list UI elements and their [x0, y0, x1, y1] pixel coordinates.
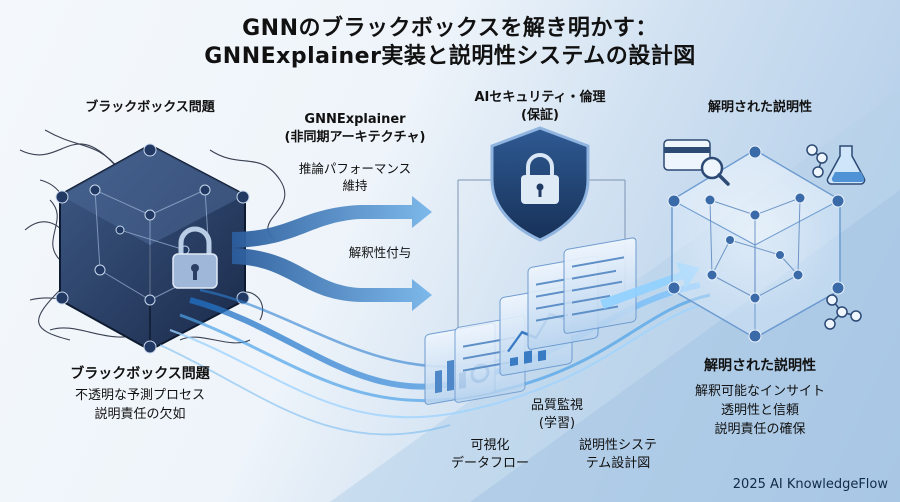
- explained-heading: 解明された説明性: [707, 100, 812, 115]
- credit-text: 2025 AI KnowledgeFlow: [732, 477, 888, 492]
- explained-caption-line2: 透明性と信頼: [720, 403, 799, 418]
- shield-icon: [457, 126, 626, 330]
- viz-label-line1: 可視化: [470, 438, 510, 453]
- explainer-heading-line2: (非同期アーキテクチャ): [284, 130, 426, 145]
- security-heading-line2: (保証): [521, 108, 559, 123]
- blackbox-heading: ブラックボックス問題: [85, 100, 215, 115]
- molecule-icon: [806, 144, 862, 330]
- dashboard-panels: [424, 237, 637, 405]
- flask-icon: [826, 145, 866, 185]
- explainer-arrow1-line1: 推論パフォーマンス: [298, 161, 412, 176]
- blackbox-cube: [55, 143, 250, 354]
- quality-label-line1: 品質監視: [530, 398, 583, 413]
- security-heading-line1: AIセキュリティ・倫理: [474, 90, 606, 105]
- page-title-line1: GNNのブラックボックスを解き明かす：: [242, 16, 658, 41]
- split-arrows: [232, 196, 432, 311]
- blackbox-caption-line2: 説明責任の欠如: [94, 407, 186, 422]
- padlock-icon: [172, 226, 218, 289]
- blackbox-caption-line1: 不透明な予測プロセス: [74, 388, 205, 403]
- explainer-arrow1-line2: 維持: [342, 178, 368, 193]
- transparent-crystal: [667, 145, 845, 343]
- explainer-arrow2: 解釈性付与: [348, 245, 412, 260]
- explained-caption-title: 解明された説明性: [704, 358, 816, 374]
- viz-label-line2: データフロー: [450, 456, 529, 471]
- page-title-line2: GNNExplainer実装と説明性システムの設計図: [204, 44, 696, 69]
- blackbox-caption-title: ブラックボックス問題: [70, 366, 210, 382]
- explained-caption-line3: 説明責任の確保: [714, 422, 806, 437]
- design-label-line2: テム設計図: [585, 456, 651, 471]
- quality-label-line2: (学習): [538, 416, 576, 431]
- explainer-heading-line1: GNNExplainer: [304, 112, 406, 127]
- card-search-icon: [663, 139, 730, 186]
- explained-caption-line1: 解釈可能なインサイト: [694, 384, 825, 399]
- design-label-line1: 説明性システ: [578, 438, 657, 453]
- glow-arrow: [600, 262, 700, 309]
